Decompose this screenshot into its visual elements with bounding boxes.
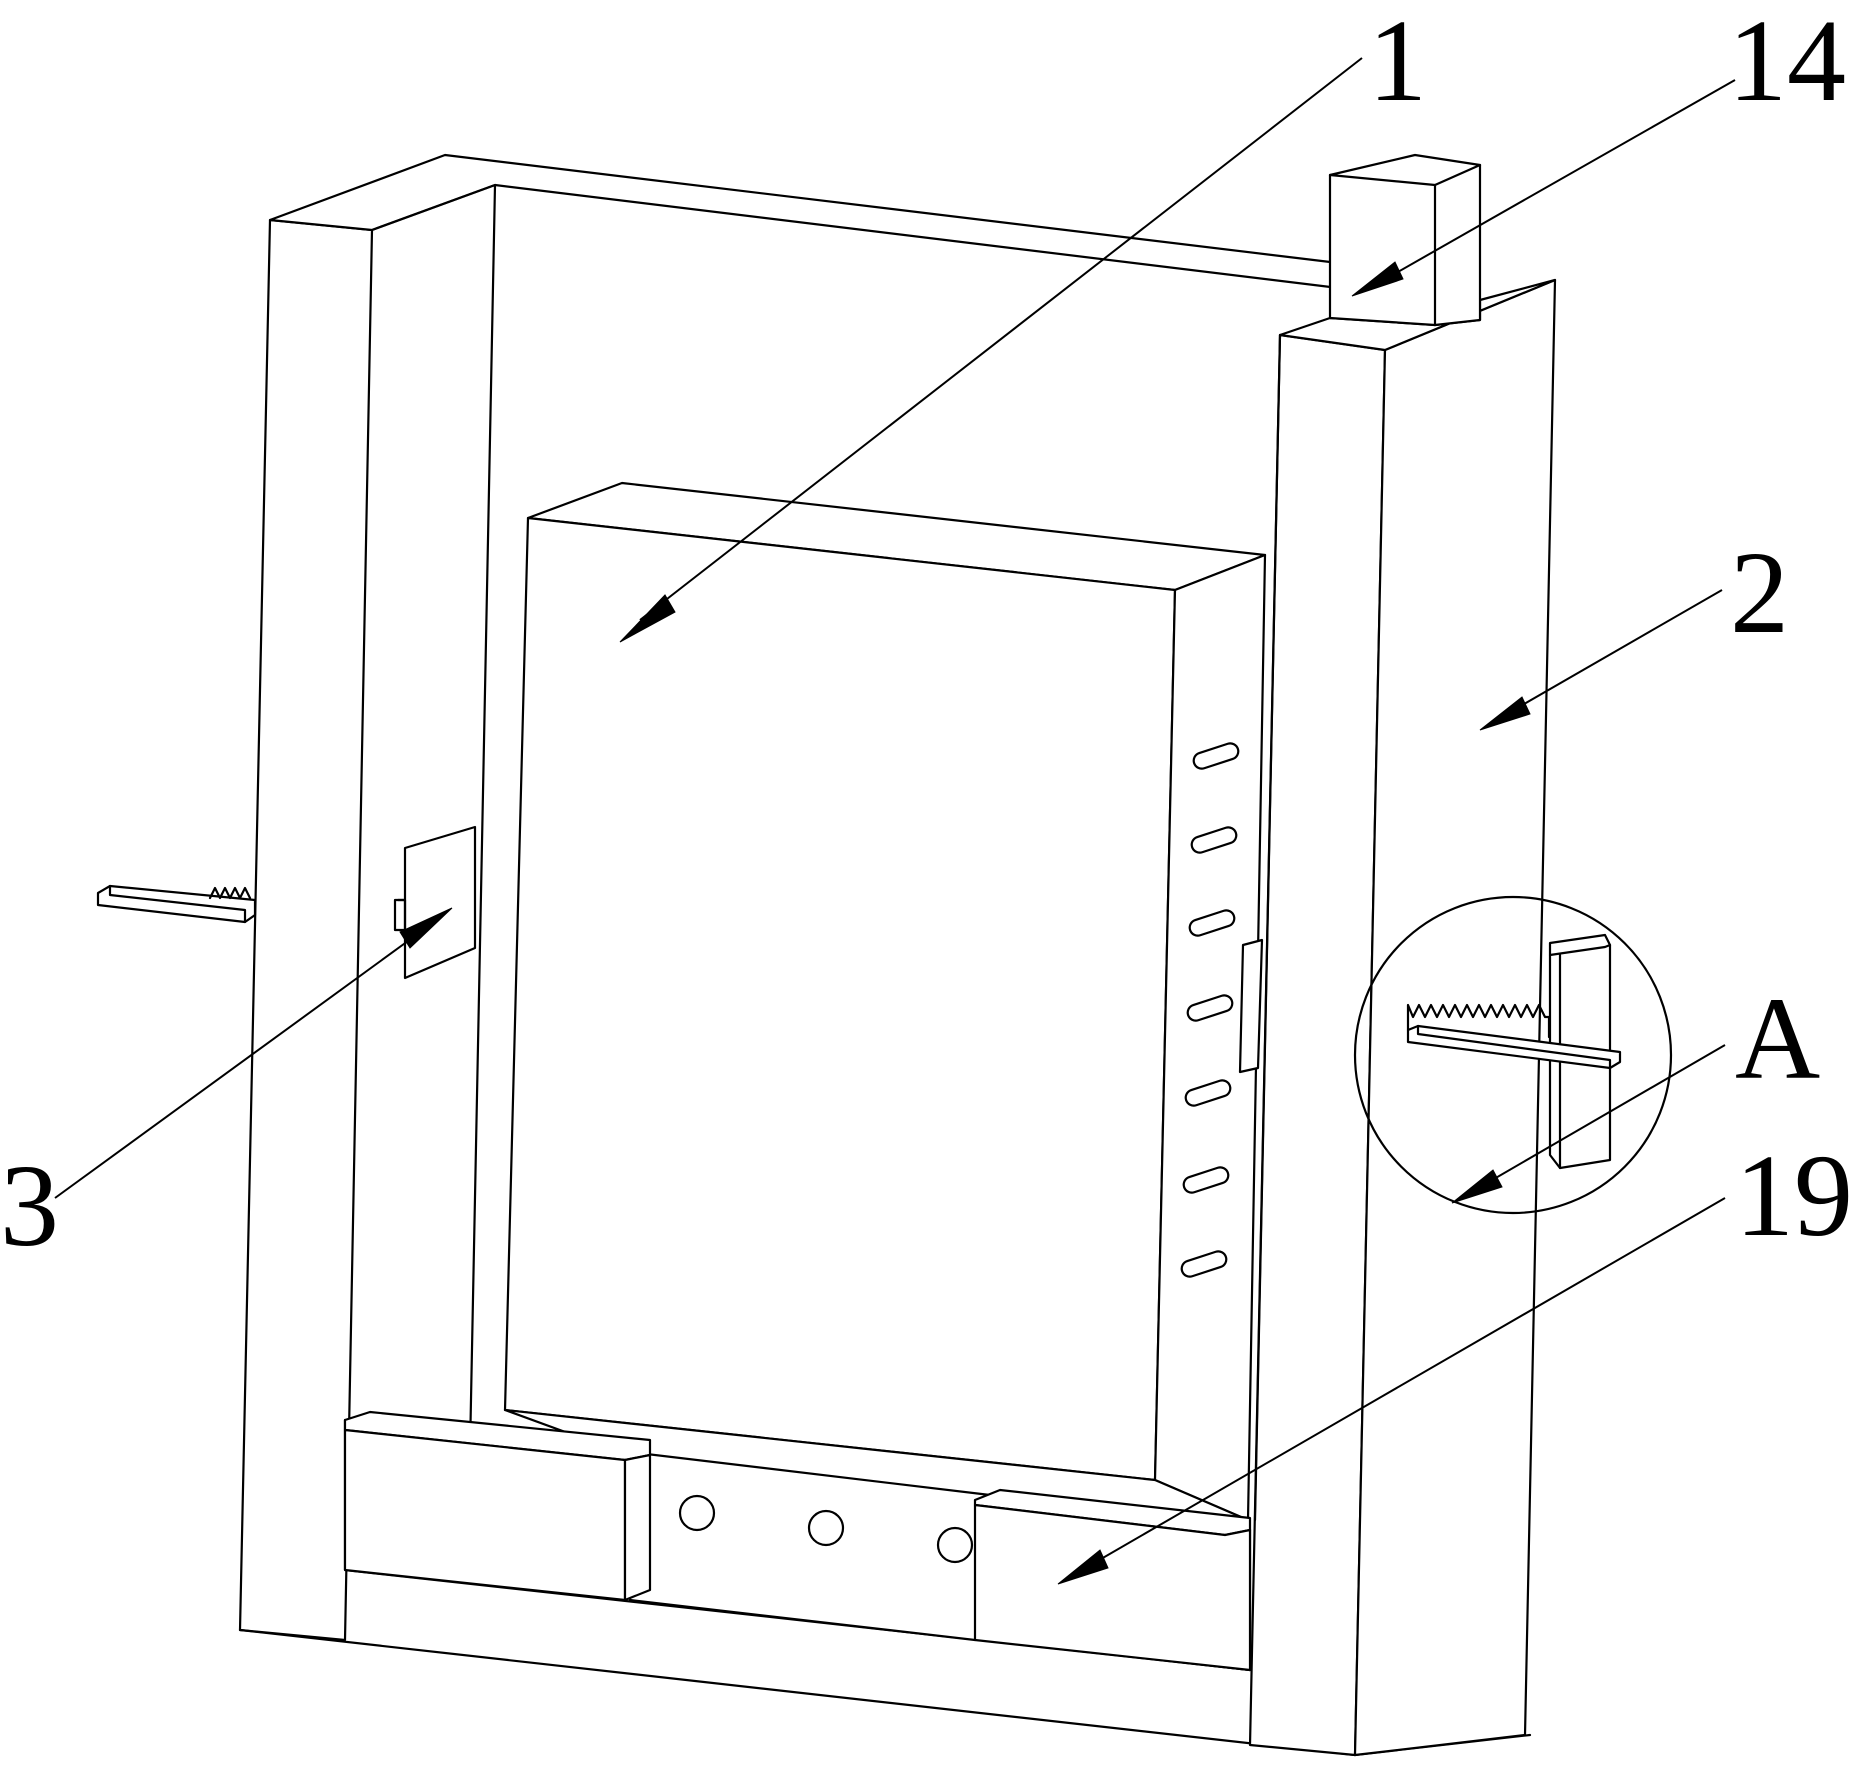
side-handle [1238, 938, 1264, 1074]
leader-19 [1057, 1197, 1726, 1585]
leader-a [1451, 1044, 1726, 1204]
label-1: 1 [1368, 0, 1427, 126]
leader-2 [1479, 589, 1723, 731]
leader-1 [619, 57, 1363, 643]
leader-3 [54, 907, 453, 1199]
label-3: 3 [0, 1140, 59, 1271]
label-a: A [1735, 973, 1820, 1104]
top-block-14 [1328, 153, 1482, 327]
label-19: 19 [1735, 1130, 1853, 1261]
main-box-1 [503, 481, 1267, 1522]
vent-slots [1180, 742, 1240, 1278]
bottom-assembly-19 [343, 1408, 1252, 1672]
bracket-3 [393, 825, 477, 980]
leader-14 [1351, 79, 1736, 297]
label-14: 14 [1728, 0, 1846, 126]
left-rack [96, 884, 257, 924]
label-2: 2 [1730, 527, 1789, 658]
detail-circle-a [1353, 895, 1673, 1215]
